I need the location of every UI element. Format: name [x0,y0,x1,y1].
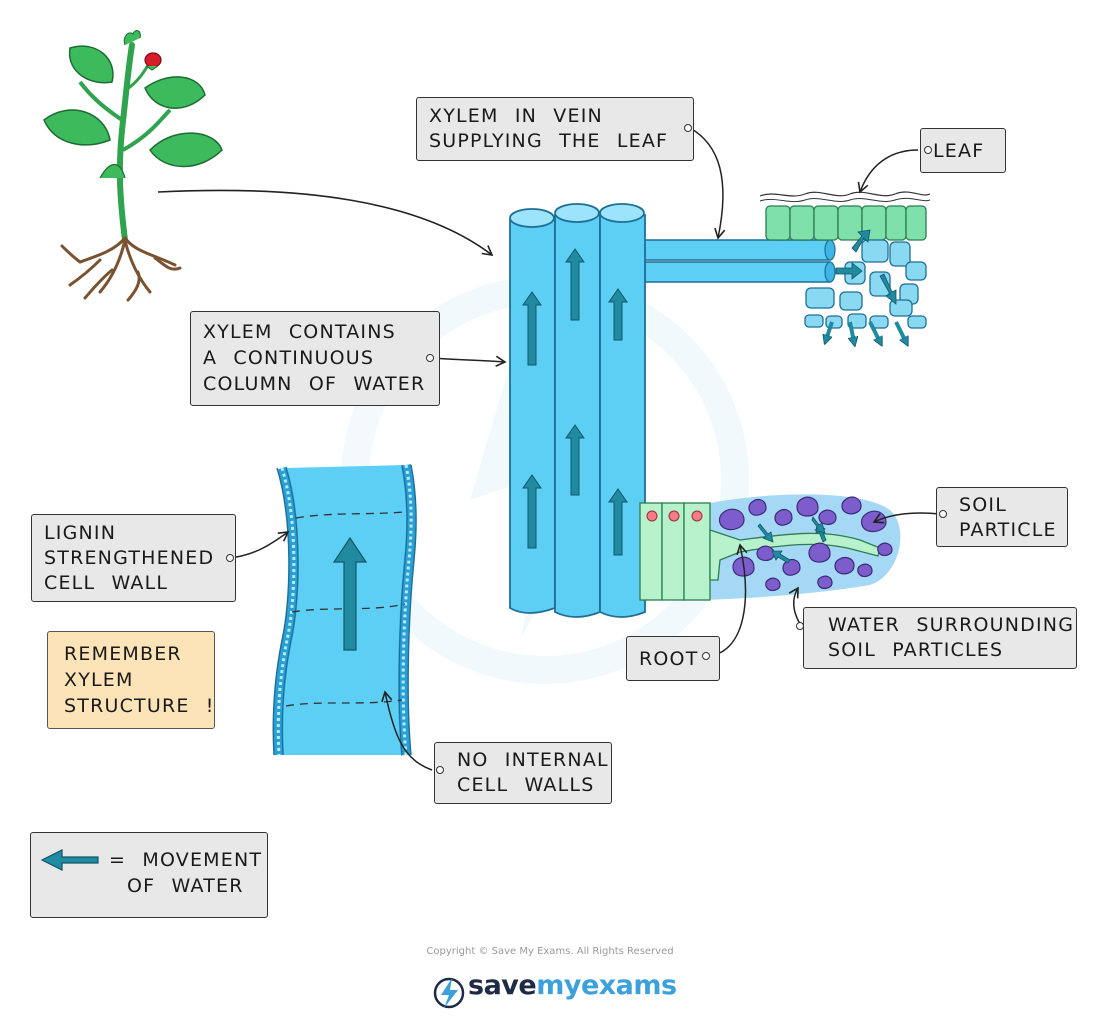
pointer-dot [226,554,234,562]
label-lignin: LIGNIN STRENGTHENED CELL WALL [31,514,236,602]
label-xylem-in-vein-line-1: XYLEM IN VEIN [429,105,603,127]
brand-save: save [468,970,537,1001]
pointer-dot [426,354,434,362]
label-soil-particle: SOIL PARTICLE [936,487,1068,547]
label-xylem-contains-line-1: XYLEM CONTAINS [203,321,396,343]
plant-illustration [43,30,223,302]
brand-my: my [536,970,581,1001]
label-xylem-contains-line-2: A CONTINUOUS [203,347,375,369]
note-remember-line-2: XYLEM [64,669,134,691]
label-soil-particle-line-2: PARTICLE [959,519,1057,541]
pointer-dot [702,652,710,660]
label-xylem-contains-line-3: COLUMN OF WATER [203,373,426,395]
label-lignin-line-3: CELL WALL [44,572,169,594]
xylem-structure-drawing [272,464,417,756]
label-water-surrounding: WATER SURROUNDING SOIL PARTICLES [803,607,1077,669]
label-water-surrounding-line-2: SOIL PARTICLES [828,639,1004,661]
brand-exams: exams [580,970,677,1001]
brand-logo[interactable]: savemyexams [468,970,677,1001]
label-xylem-in-vein-line-2: SUPPLYING THE LEAF [429,130,669,152]
label-root-text: ROOT [639,648,699,670]
legend-box: = MOVEMENT OF WATER [30,832,268,918]
pointer-dot [684,124,692,132]
label-xylem-contains: XYLEM CONTAINS A CONTINUOUS COLUMN OF WA… [190,311,440,406]
pointer-dot [939,510,947,518]
root-soil-section [639,494,901,601]
label-no-internal-walls-line-1: NO INTERNAL [457,749,609,771]
note-remember-line-3: STRUCTURE ! [64,695,215,717]
lightning-bolt-icon [433,977,465,1009]
label-no-internal-walls: NO INTERNAL CELL WALLS [434,742,612,804]
pointer-dot [924,146,932,154]
label-soil-particle-line-1: SOIL [959,494,1008,516]
label-leaf-text: LEAF [933,140,985,162]
xylem-vessels [509,203,836,618]
label-xylem-in-vein: XYLEM IN VEIN SUPPLYING THE LEAF [416,97,694,161]
note-remember-line-1: REMEMBER [64,643,182,665]
plant-to-xylem-arrow [157,189,494,256]
label-leaf: LEAF [920,128,1006,173]
legend-arrow [40,849,99,871]
label-lignin-line-1: LIGNIN [44,522,117,544]
leaf-cross-section [759,191,931,342]
xylem-water-arrows [522,248,628,556]
copyright-text: Copyright © Save My Exams. All Rights Re… [426,946,674,957]
legend-line-1: = MOVEMENT [109,849,263,871]
pointer-dot [796,622,804,630]
note-remember-xylem: REMEMBER XYLEM STRUCTURE ! [47,631,215,729]
legend-line-2: OF WATER [127,875,244,897]
label-lignin-line-2: STRENGTHENED [44,547,215,569]
label-water-surrounding-line-1: WATER SURROUNDING [828,614,1075,636]
label-no-internal-walls-line-2: CELL WALLS [457,774,595,796]
pointer-dot [436,766,444,774]
